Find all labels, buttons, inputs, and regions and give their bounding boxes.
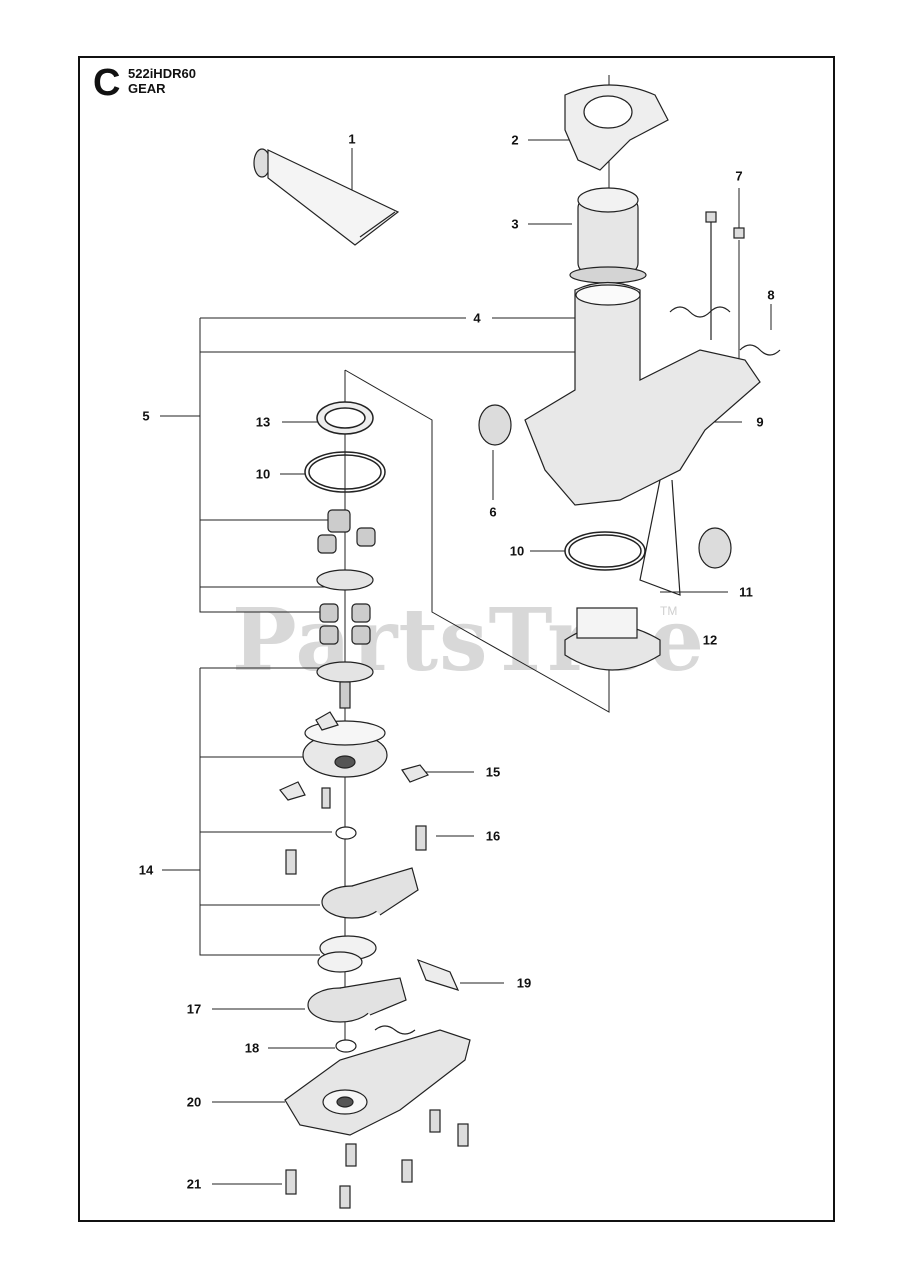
callout-14[interactable]: 14 bbox=[138, 862, 154, 878]
group-title: GEAR bbox=[128, 81, 166, 96]
callout-17[interactable]: 17 bbox=[186, 1001, 202, 1017]
callout-19[interactable]: 19 bbox=[516, 975, 532, 991]
trademark-mark: TM bbox=[660, 604, 678, 618]
callout-21[interactable]: 21 bbox=[186, 1176, 202, 1192]
ring-gear-part bbox=[564, 607, 661, 671]
callout-6[interactable]: 6 bbox=[489, 504, 497, 520]
callout-18[interactable]: 18 bbox=[244, 1040, 260, 1056]
callout-7[interactable]: 7 bbox=[735, 168, 743, 184]
gear-housing-part bbox=[524, 281, 761, 506]
screw-part bbox=[705, 211, 745, 340]
callout-4[interactable]: 4 bbox=[473, 310, 481, 326]
callout-16[interactable]: 16 bbox=[485, 828, 501, 844]
callout-5[interactable]: 5 bbox=[142, 408, 150, 424]
planetary-gear-part bbox=[316, 509, 376, 709]
callout-15[interactable]: 15 bbox=[485, 764, 501, 780]
bracket-part bbox=[416, 958, 460, 991]
gear-plate-part bbox=[279, 711, 429, 840]
o-ring-part bbox=[304, 451, 646, 571]
grease-tube-part bbox=[253, 148, 400, 246]
hook-part bbox=[639, 479, 681, 596]
callout-2[interactable]: 2 bbox=[511, 132, 519, 148]
callout-8[interactable]: 8 bbox=[767, 287, 775, 303]
seal-plate-part bbox=[307, 867, 419, 1053]
callout-3[interactable]: 3 bbox=[511, 216, 519, 232]
section-letter: C bbox=[93, 62, 121, 104]
screw-part bbox=[285, 787, 427, 875]
bottom-housing-part bbox=[284, 1025, 471, 1136]
callout-11[interactable]: 11 bbox=[739, 584, 753, 600]
screw-part bbox=[285, 1109, 469, 1209]
callout-1[interactable]: 1 bbox=[348, 131, 356, 147]
bracket-14 bbox=[199, 668, 320, 956]
callout-9[interactable]: 9 bbox=[756, 414, 764, 430]
callout-10b[interactable]: 10 bbox=[509, 543, 525, 559]
callout-12[interactable]: 12 bbox=[702, 632, 718, 648]
knob-part bbox=[478, 404, 732, 569]
model-number: 522iHDR60 bbox=[128, 66, 196, 81]
motor-part bbox=[569, 187, 647, 284]
retaining-ring-part bbox=[316, 401, 374, 435]
diagram-frame bbox=[78, 56, 835, 1222]
spring-part bbox=[669, 306, 781, 356]
callout-10a[interactable]: 10 bbox=[255, 466, 271, 482]
motor-cover-part bbox=[564, 84, 669, 171]
callout-13[interactable]: 13 bbox=[255, 414, 271, 430]
bracket-5 bbox=[199, 318, 320, 613]
callout-20[interactable]: 20 bbox=[186, 1094, 202, 1110]
